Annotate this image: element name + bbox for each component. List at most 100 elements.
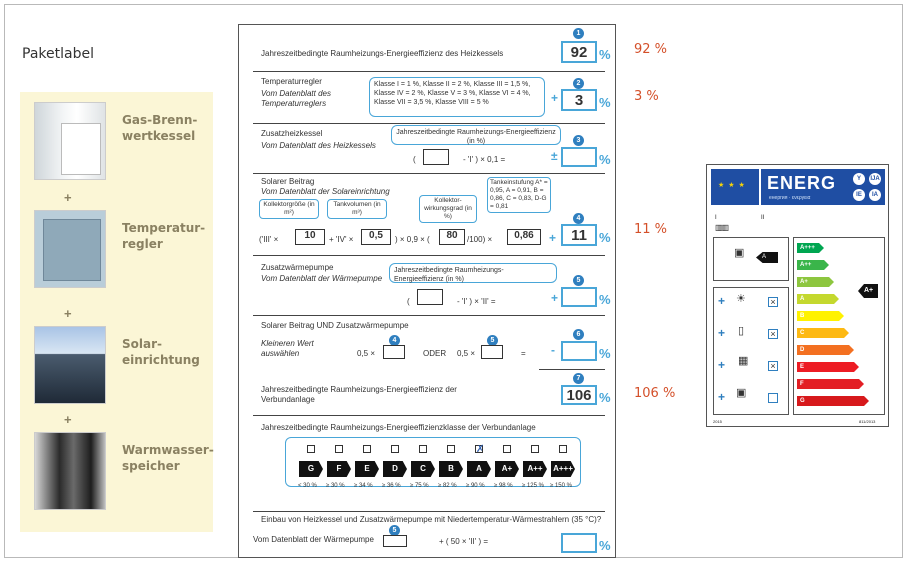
energy-title: ENERG: [767, 173, 837, 193]
s6-sub: Kleineren Wert auswählen: [261, 339, 314, 358]
class-checkbox-a[interactable]: ✗: [475, 444, 485, 455]
plus-minus-sign: ±: [551, 149, 558, 163]
energy-bar-label: D: [800, 347, 805, 353]
s4-input-tank-class[interactable]: 0,86: [507, 229, 541, 245]
energy-bar-a: A: [797, 294, 839, 304]
s6-value-box[interactable]: [561, 341, 597, 361]
formula-part: + 'IV' ×: [329, 235, 354, 244]
s9-input[interactable]: [383, 535, 407, 547]
s2-sub: Vom Datenblatt des Temperaturreglers: [261, 89, 331, 108]
class-arrow-aplus: A+: [495, 461, 519, 477]
step-number: 4: [573, 213, 584, 224]
separator: [253, 173, 605, 174]
s4-sub: Vom Datenblatt der Solareinrichtung: [261, 187, 390, 196]
s4-input-area[interactable]: 10: [295, 229, 325, 245]
energy-bar-g: G: [797, 396, 869, 406]
class-checkbox-d[interactable]: [391, 445, 399, 453]
class-threshold: ≥ 98 %: [494, 483, 513, 489]
s6-input-b[interactable]: [481, 345, 503, 359]
s1-value: 92: [570, 44, 588, 61]
tank-icon: ▯: [738, 325, 745, 337]
energy-bar-label: F: [800, 381, 804, 387]
class-threshold: ≥ 150 %: [550, 483, 572, 489]
package-datasheet: Jahreszeitbedingte Raumheizungs-Energiee…: [238, 24, 616, 558]
checkbox-heat-pump: [768, 393, 778, 403]
energy-bar-e: E: [797, 362, 859, 372]
wirkungsgrad-label: Kollektor-wirkungsgrad (in %): [419, 195, 477, 223]
energy-bar-label: B: [800, 313, 805, 319]
ref-number-5: 5: [389, 525, 400, 536]
class-arrow-g: G: [299, 461, 323, 477]
class-threshold: ≥ 90 %: [466, 483, 485, 489]
or-label: ODER: [423, 349, 447, 358]
formula-part: (: [413, 155, 416, 164]
energy-bar-aplus: A+: [797, 277, 834, 287]
roman-i: I: [715, 215, 717, 221]
s5-input[interactable]: [417, 289, 443, 305]
s7-value: 106: [566, 387, 592, 404]
component-name: Temperatur- regler: [122, 221, 206, 251]
kollektorgroesse-label: Kollektorgröße (in m²): [259, 199, 319, 219]
energy-header: ENERG енергия · ενεργεια Y IJA IE IA: [761, 169, 885, 205]
plus-sign: +: [718, 390, 726, 404]
checkbox-thermostat: ×: [768, 361, 778, 371]
formula-part: /100) ×: [467, 235, 493, 244]
separator: [253, 315, 605, 316]
footer-right: 811/2013: [859, 419, 876, 424]
class-checkbox-aplusplus[interactable]: [531, 445, 539, 453]
s5-value-box[interactable]: [561, 287, 597, 307]
energy-bar-label: A: [800, 296, 805, 302]
s2-value-box: 3: [561, 89, 597, 111]
s9-sub: Vom Datenblatt der Wärmepumpe: [253, 535, 374, 544]
component-panel: Gas-Brenn- wertkessel + Temperatur- regl…: [20, 92, 214, 532]
class-checkbox-c[interactable]: [419, 445, 427, 453]
s4-value-box: 11: [561, 224, 597, 246]
class-checkbox-b[interactable]: [447, 445, 455, 453]
s6-input-a[interactable]: [383, 345, 405, 359]
step-number: 5: [573, 275, 584, 286]
s3-value-box[interactable]: [561, 147, 597, 167]
s3-label: Zusatzheizkessel: [261, 129, 323, 138]
class-checkbox-aplus[interactable]: [503, 445, 511, 453]
s4-input-volume[interactable]: 0,5: [361, 229, 391, 245]
tankvolumen-label: Tankvolumen (in m³): [327, 199, 387, 219]
s1-value-box: 92: [561, 41, 597, 63]
plus-sign: +: [64, 190, 72, 205]
formula-part: =: [521, 349, 526, 358]
s4-label: Solarer Beitrag: [261, 177, 315, 186]
lang-badge: Y: [853, 173, 865, 185]
energy-bar-label: A+: [800, 279, 808, 285]
s3-input[interactable]: [423, 149, 449, 165]
plus-sign: +: [551, 291, 559, 305]
class-checkbox-g[interactable]: [307, 445, 315, 453]
plus-sign: +: [718, 294, 726, 308]
formula-part: ) × 0,9 × (: [395, 235, 430, 244]
energy-bar-aplusplus: A++: [797, 260, 829, 270]
energy-bar-label: E: [800, 364, 805, 370]
annotation-boiler: 92 %: [634, 42, 668, 57]
components-cell: + ☀ × + ▯ × + ▦ × + ▣: [713, 287, 789, 415]
formula-part: ('III' ×: [259, 235, 279, 244]
s1-label: Jahreszeitbedingte Raumheizungs-Energiee…: [261, 49, 504, 58]
class-checkbox-aplusplusplus[interactable]: [559, 445, 567, 453]
class-checkbox-f[interactable]: [335, 445, 343, 453]
class-threshold: ≥ 30 %: [326, 483, 345, 489]
energy-bar-aplusplusplus: A+++: [797, 243, 824, 253]
s4-input-efficiency[interactable]: 80: [439, 229, 465, 245]
plus-sign: +: [549, 231, 557, 245]
energy-bar-label: A+++: [800, 245, 815, 251]
percent-sign: %: [599, 95, 611, 110]
class-checkbox-e[interactable]: [363, 445, 371, 453]
page-title: Paketlabel: [22, 46, 94, 62]
step-number: 2: [573, 78, 584, 89]
checkbox-solar: ×: [768, 297, 778, 307]
s9-value-box[interactable]: [561, 533, 597, 553]
class-threshold: ≥ 125 %: [522, 483, 544, 489]
class-arrow-c: C: [411, 461, 435, 477]
component-name: Warmwasser- speicher: [122, 443, 214, 473]
class-arrow-e: E: [355, 461, 379, 477]
component-name: Solar- einrichtung: [122, 337, 200, 367]
annotation-total: 106 %: [634, 386, 676, 401]
percent-sign: %: [599, 292, 611, 307]
energy-bar-label: A++: [800, 262, 812, 268]
